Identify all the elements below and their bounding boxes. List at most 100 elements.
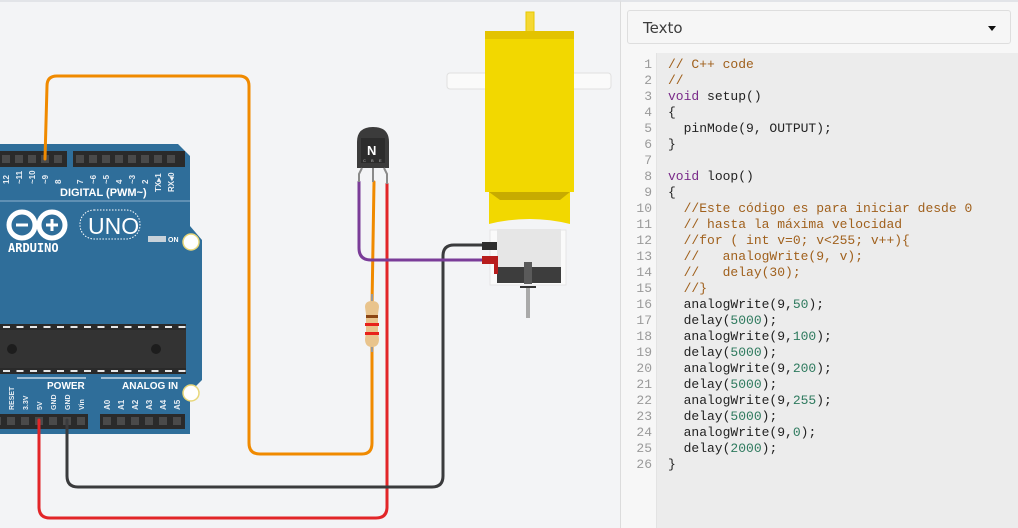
code-token: analogWrite(9,: [668, 393, 793, 408]
line-number: 5: [644, 121, 652, 136]
code-token: delay(: [668, 313, 731, 328]
power-pin-label: GND: [51, 394, 58, 410]
code-line[interactable]: }: [668, 137, 972, 153]
code-line[interactable]: delay(5000);: [668, 345, 972, 361]
power-pin-socket[interactable]: [77, 417, 85, 425]
code-line[interactable]: //: [668, 73, 972, 89]
code-line[interactable]: // delay(30);: [668, 265, 972, 281]
power-pin-socket[interactable]: [7, 417, 15, 425]
power-pin-socket[interactable]: [0, 417, 1, 425]
digital-pin-label: ~3: [128, 174, 137, 184]
code-line[interactable]: pinMode(9, OUTPUT);: [668, 121, 972, 137]
code-line[interactable]: delay(5000);: [668, 377, 972, 393]
wire-pin9-to-resistor[interactable]: [43, 74, 374, 456]
analog-pin-socket[interactable]: [145, 417, 153, 425]
code-line[interactable]: analogWrite(9,0);: [668, 425, 972, 441]
digital-pin-socket[interactable]: [167, 155, 175, 163]
motor-shaft-base: [520, 286, 536, 288]
code-line[interactable]: void loop(): [668, 169, 972, 185]
code-line[interactable]: //Este código es para iniciar desde 0: [668, 201, 973, 217]
digital-pin-socket[interactable]: [2, 155, 10, 163]
code-line[interactable]: // C++ code: [668, 57, 972, 73]
code-line[interactable]: //for ( int v=0; v<255; v++){: [668, 233, 972, 249]
power-pin-socket[interactable]: [49, 417, 57, 425]
code-line[interactable]: analogWrite(9,200);: [668, 361, 972, 377]
code-token: delay(: [668, 345, 731, 360]
code-token: }: [668, 457, 676, 472]
chip-pin: [57, 370, 64, 372]
code-line[interactable]: // hasta la máxima velocidad: [668, 217, 972, 233]
digital-pin-socket[interactable]: [154, 155, 162, 163]
digital-pin-socket[interactable]: [102, 155, 110, 163]
analog-pin-socket[interactable]: [173, 417, 181, 425]
motor-shaft: [526, 288, 530, 318]
code-line[interactable]: delay(2000);: [668, 441, 972, 457]
line-number: 17: [636, 313, 652, 328]
code-text-area[interactable]: // C++ code//void setup(){ pinMode(9, OU…: [668, 57, 972, 473]
digital-pin-label: ~9: [41, 174, 50, 184]
code-line[interactable]: analogWrite(9,100);: [668, 329, 972, 345]
code-line[interactable]: // analogWrite(9, v);: [668, 249, 972, 265]
code-line[interactable]: delay(5000);: [668, 409, 972, 425]
chip-pin: [111, 326, 118, 328]
code-token: );: [761, 409, 778, 424]
code-token: );: [761, 345, 778, 360]
code-token: [668, 217, 684, 232]
analog-pin-socket[interactable]: [159, 417, 167, 425]
code-token: //for ( int v=0; v<255; v++){: [683, 233, 910, 248]
digital-pin-socket[interactable]: [89, 155, 97, 163]
editor-mode-dropdown[interactable]: Texto: [627, 10, 1011, 44]
digital-pin-socket[interactable]: [54, 155, 62, 163]
code-line[interactable]: [668, 153, 972, 169]
wire-5v-to-emitter[interactable]: [37, 182, 389, 520]
code-token: );: [816, 329, 832, 344]
code-token: 5000: [730, 377, 762, 392]
motor-terminal-black[interactable]: [482, 242, 497, 250]
dc-motor[interactable]: [446, 11, 612, 318]
wire-gnd-to-motor[interactable]: [65, 243, 486, 489]
digital-pin-socket[interactable]: [128, 155, 136, 163]
code-token: [668, 201, 684, 216]
chip-pin: [97, 370, 105, 372]
digital-pin-socket[interactable]: [115, 155, 123, 163]
line-number: 18: [636, 329, 652, 344]
code-token: void: [668, 89, 700, 104]
wire-collector-to-motor[interactable]: [357, 180, 486, 262]
wire-resistor-to-base[interactable]: [370, 180, 376, 308]
analog-pin-label: A4: [159, 399, 168, 410]
code-line[interactable]: analogWrite(9,50);: [668, 297, 972, 313]
code-token: // delay(30);: [683, 265, 801, 280]
editor-mode-label: Texto: [643, 19, 683, 37]
power-pin-label: 3.3V: [23, 395, 30, 410]
chip-pin: [16, 370, 24, 372]
digital-pin-socket[interactable]: [76, 155, 84, 163]
digital-pin-socket[interactable]: [28, 155, 36, 163]
analog-pin-label: A3: [145, 399, 154, 410]
code-token: delay(: [668, 441, 731, 456]
resistor[interactable]: [365, 294, 379, 352]
code-token: );: [761, 313, 778, 328]
line-number: 6: [644, 137, 652, 152]
analog-pin-socket[interactable]: [103, 417, 111, 425]
code-line[interactable]: void setup(): [668, 89, 972, 105]
code-line[interactable]: }: [668, 457, 972, 473]
code-line[interactable]: analogWrite(9,255);: [668, 393, 972, 409]
digital-pin-socket[interactable]: [141, 155, 149, 163]
power-pin-socket[interactable]: [21, 417, 29, 425]
digital-pin-socket[interactable]: [15, 155, 23, 163]
code-line[interactable]: //}: [668, 281, 972, 297]
chip-pin: [43, 326, 51, 328]
line-number: 15: [636, 281, 652, 296]
code-line[interactable]: {: [668, 185, 972, 201]
motor-terminal-red[interactable]: [482, 256, 497, 264]
analog-pin-socket[interactable]: [131, 417, 139, 425]
analog-pin-socket[interactable]: [117, 417, 125, 425]
code-line[interactable]: {: [668, 105, 972, 121]
code-line[interactable]: delay(5000);: [668, 313, 972, 329]
code-token: // C++ code: [668, 57, 754, 72]
